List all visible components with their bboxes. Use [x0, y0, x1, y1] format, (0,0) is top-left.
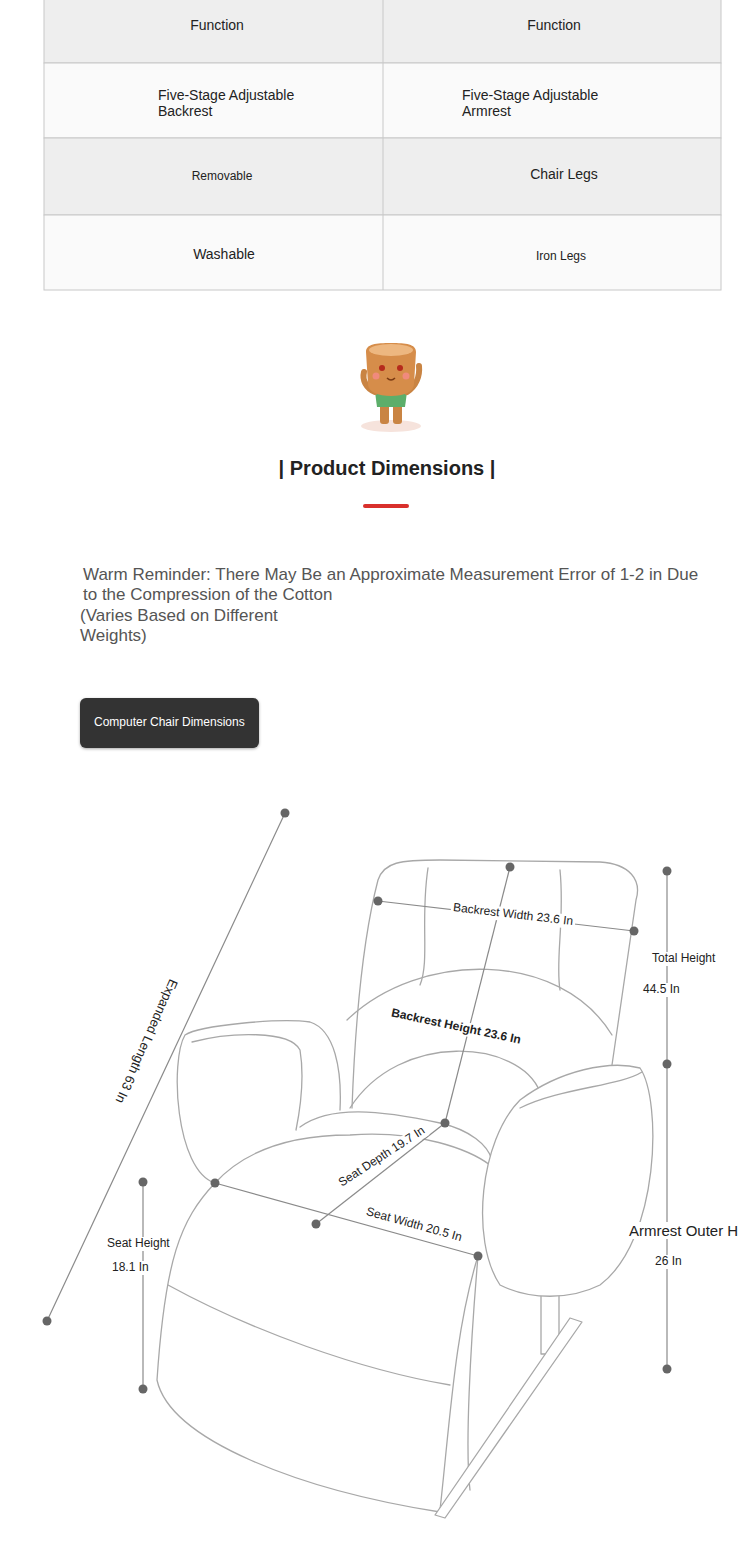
dimension-label: Seat Height: [105, 1237, 172, 1251]
dimension-dot: [281, 809, 290, 818]
dimension-value: 44.5 In: [641, 983, 682, 997]
dimension-dot: [374, 897, 383, 906]
dimension-value: 18.1 In: [110, 1261, 151, 1275]
mascot: [361, 343, 421, 432]
dimension-dot: [630, 927, 639, 936]
dimension-label: Seat Width 20.5 In: [363, 1205, 466, 1246]
dimension-line: [378, 901, 634, 931]
tab-button: Computer Chair Dimensions: [80, 698, 259, 748]
dimension-dot: [211, 1179, 220, 1188]
seat-front: [157, 1183, 440, 1512]
dimension-lines: [43, 809, 672, 1394]
mascot-cheek: [403, 373, 410, 380]
dimension-dot: [663, 1365, 672, 1374]
chair-base: [435, 1318, 582, 1518]
table-cell: Iron Legs: [536, 250, 586, 264]
table-header: Function: [190, 17, 244, 33]
button-text: Computer Chair Dimensions: [94, 716, 273, 730]
page-title: | Product Dimensions |: [279, 457, 496, 480]
mascot-shadow: [361, 420, 421, 432]
mascot-eye: [397, 365, 403, 371]
dimension-dot: [312, 1220, 321, 1229]
dimension-label: Armrest Outer H: [627, 1222, 740, 1239]
mascot-eye: [379, 365, 385, 371]
dimension-dot: [441, 1119, 450, 1128]
dimension-dot: [43, 1317, 52, 1326]
dimension-dot: [139, 1178, 148, 1187]
dimension-line: [215, 1183, 478, 1256]
dimension-label: Total Height: [650, 952, 717, 966]
dimension-line: [142, 1182, 143, 1389]
footrest-seam: [168, 1285, 450, 1385]
left-armrest: [177, 1021, 340, 1183]
table-cell: Washable: [193, 246, 255, 262]
note-text: (Varies Based on Different Weights): [80, 606, 320, 645]
dimension-dot: [663, 867, 672, 876]
table-header: Function: [527, 17, 581, 33]
dimension-dot: [139, 1385, 148, 1394]
title-underline: [363, 504, 409, 508]
note-text: Warm Reminder: There May Be an Approxima…: [83, 565, 708, 604]
dimension-dot: [474, 1252, 483, 1261]
backrest-seam: [559, 870, 562, 990]
spec-table: [44, 0, 721, 290]
dimension-value: 26 In: [653, 1255, 684, 1269]
table-cell: Five-Stage Adjustable Backrest: [158, 87, 308, 119]
dimension-dot: [663, 1060, 672, 1069]
left-armrest-seam: [192, 1035, 302, 1130]
dimension-label: Seat Depth 19.7 In: [335, 1123, 430, 1191]
mascot-stump-top: [369, 344, 413, 356]
right-armrest-seam: [520, 1072, 642, 1108]
mascot-head: [366, 343, 416, 396]
mascot-mouth: [387, 378, 395, 380]
backrest-seam: [420, 868, 428, 985]
dimension-line: [47, 813, 285, 1321]
table-cell: Chair Legs: [530, 166, 598, 182]
mascot-cheek: [373, 373, 380, 380]
dimension-label: Expanded Length 63 In: [112, 977, 180, 1106]
right-armrest: [483, 1065, 653, 1296]
chair-illustration: [157, 860, 653, 1518]
table-cell: Five-Stage Adjustable Armrest: [462, 87, 612, 119]
table-cell: Removable: [192, 170, 253, 184]
backrest-cushion: [350, 1051, 540, 1108]
table-divider: [383, 0, 384, 290]
dimension-dot: [506, 863, 515, 872]
dimension-line: [666, 871, 667, 1369]
